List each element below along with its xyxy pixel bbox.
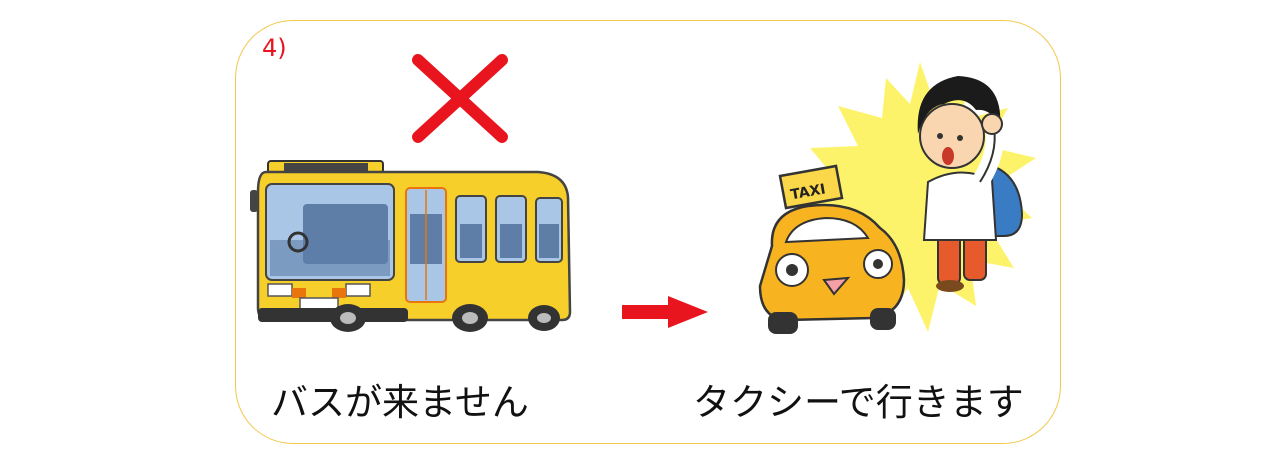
- step-number: 4): [262, 34, 287, 62]
- bus-caption: バスが来ません: [271, 381, 529, 424]
- taxi-illustration: TAXI: [758, 164, 906, 334]
- bus-illustration: [250, 160, 572, 332]
- taxi-sign-text: TAXI: [789, 181, 827, 203]
- red-cross-icon: [412, 54, 508, 143]
- child-illustration: [917, 76, 1024, 292]
- taxi-caption: タクシーで行きます: [693, 381, 1024, 424]
- right-arrow-icon: [622, 296, 708, 328]
